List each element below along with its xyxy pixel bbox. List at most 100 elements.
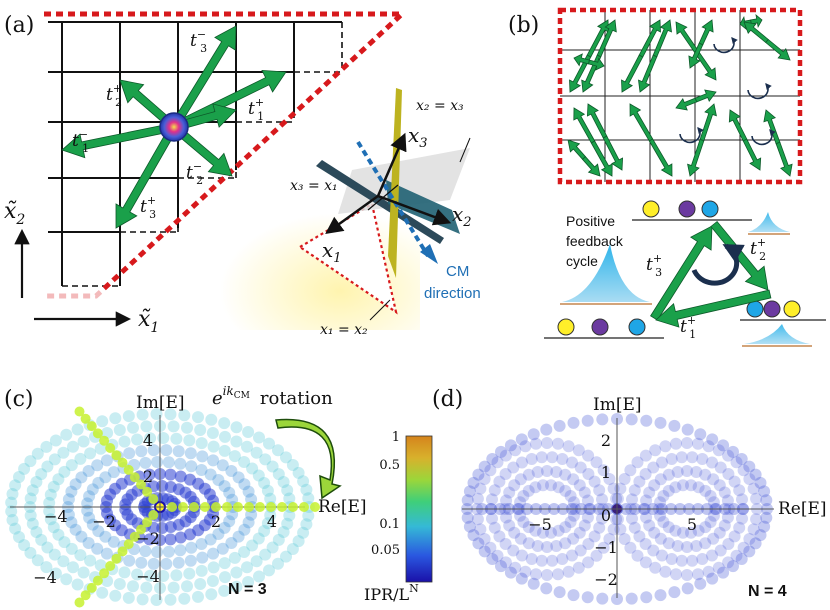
- eigenvalue-point: [24, 509, 37, 522]
- eigenvalue-point: [707, 496, 720, 509]
- eigenvalue-point: [610, 513, 623, 526]
- eigenvalue-point: [74, 549, 87, 562]
- eigenvalue-point: [507, 544, 520, 557]
- eigenvalue-point: [238, 456, 251, 468]
- eigenvalue-point: [593, 521, 606, 534]
- eigenvalue-point: [509, 444, 522, 457]
- eigenvalue-point: [263, 564, 275, 577]
- rotation-ray-point: [233, 502, 243, 512]
- eigenvalue-point: [219, 430, 231, 443]
- eigenvalue-point: [474, 523, 487, 536]
- b-arrow-8-b: [586, 103, 608, 139]
- eigenvalue-point: [675, 451, 688, 464]
- eigenvalue-point: [81, 497, 94, 510]
- eigenvalue-point: [515, 433, 528, 446]
- eigenvalue-point: [136, 593, 149, 606]
- eigenvalue-point: [656, 549, 668, 562]
- eigenvalue-point: [71, 578, 84, 591]
- eigenvalue-point: [500, 494, 513, 507]
- c-ytick-neg4: −4: [136, 567, 160, 586]
- eigenvalue-point: [704, 490, 717, 502]
- eigenvalue-point: [508, 479, 521, 492]
- eigenvalue-point: [552, 481, 565, 494]
- eigenvalue-point: [181, 580, 193, 593]
- eigenvalue-point: [559, 468, 572, 481]
- b-arrow-0-b: [586, 19, 609, 58]
- eigenvalue-point: [281, 517, 294, 530]
- eigenvalue-point: [625, 413, 638, 426]
- eigenvalue-point: [540, 582, 553, 595]
- rotation-ray-point: [105, 561, 116, 571]
- eigenvalue-point: [749, 468, 762, 481]
- eigenvalue-point: [218, 480, 231, 493]
- rotation-ray-point: [74, 406, 85, 417]
- eigenvalue-point: [100, 547, 113, 560]
- eigenvalue-point: [581, 591, 594, 604]
- eigenvalue-point: [205, 588, 218, 601]
- inset-x3-label: x3: [408, 123, 428, 151]
- eigenvalue-point: [65, 516, 78, 529]
- eigenvalue-point: [24, 455, 37, 468]
- rotation-ray-point: [117, 457, 128, 468]
- n3-label: N = 3: [228, 581, 267, 598]
- b-arrow-4-a: [675, 21, 699, 53]
- rotation-ray-point: [136, 479, 146, 490]
- eigenvalue-point: [628, 484, 641, 497]
- eigenvalue-point: [241, 440, 253, 453]
- t2-minus-label: t−2: [186, 160, 203, 187]
- eigenvalue-point: [648, 479, 661, 492]
- eigenvalue-point: [35, 533, 48, 546]
- eigenvalue-point: [546, 451, 559, 464]
- eigenvalue-point: [696, 553, 709, 565]
- eigenvalue-point: [495, 560, 507, 573]
- eigenvalue-point: [696, 453, 709, 465]
- rotation-ray-point: [123, 539, 134, 550]
- eigenvalue-point: [230, 435, 243, 448]
- eigenvalue-point: [183, 567, 196, 580]
- colorbar-label: IPR/LN: [364, 582, 419, 604]
- eigenvalue-point: [514, 496, 527, 509]
- eigenvalue-point: [633, 530, 646, 543]
- eigenvalue-point: [82, 537, 95, 549]
- b-t3-label: t+3: [646, 252, 662, 279]
- eigenvalue-point: [488, 521, 501, 534]
- eigenvalue-point: [261, 484, 274, 497]
- eigenvalue-point: [706, 433, 719, 446]
- eigenvalue-point: [204, 533, 217, 546]
- rotation-ray-point: [80, 590, 91, 601]
- eigenvalue-point: [157, 432, 170, 444]
- eigenvalue-point: [559, 484, 572, 497]
- plane-x2-x3-label: x₂ = x₃: [416, 98, 464, 114]
- rotation-ray-point: [244, 502, 254, 512]
- eigenvalue-point: [707, 509, 720, 522]
- eigenvalue-point: [86, 518, 99, 531]
- eigenvalue-point: [264, 509, 277, 522]
- feedback-line-2: feedback: [566, 233, 624, 249]
- eigenvalue-point: [578, 486, 591, 499]
- eigenvalue-point: [122, 410, 135, 423]
- b-arrow-5-a: [698, 19, 714, 46]
- eigenvalue-point: [692, 481, 705, 494]
- eigenvalue-point: [654, 532, 667, 545]
- eigenvalue-point: [144, 432, 157, 445]
- eigenvalue-point: [83, 490, 96, 503]
- eigenvalue-point: [6, 488, 19, 500]
- t3-minus-label: t−3: [190, 28, 207, 55]
- eigenvalue-point: [531, 540, 544, 552]
- rotation-ray-point: [148, 494, 159, 504]
- eigenvalue-point: [537, 526, 549, 539]
- eigenvalue-point: [649, 561, 662, 574]
- eigenvalue-point: [639, 538, 652, 550]
- eigenvalue-point: [706, 549, 718, 562]
- eigenvalue-point: [246, 539, 259, 552]
- eigenvalue-point: [603, 533, 616, 545]
- eigenvalue-point: [574, 544, 587, 557]
- eigenvalue-point: [662, 468, 675, 481]
- t2-plus-label: t+2: [106, 82, 122, 109]
- eigenvalue-point: [550, 540, 563, 552]
- eigenvalue-point: [49, 434, 62, 447]
- eigenvalue-point: [713, 479, 726, 492]
- eigenvalue-point: [699, 537, 712, 550]
- eigenvalue-point: [743, 460, 756, 473]
